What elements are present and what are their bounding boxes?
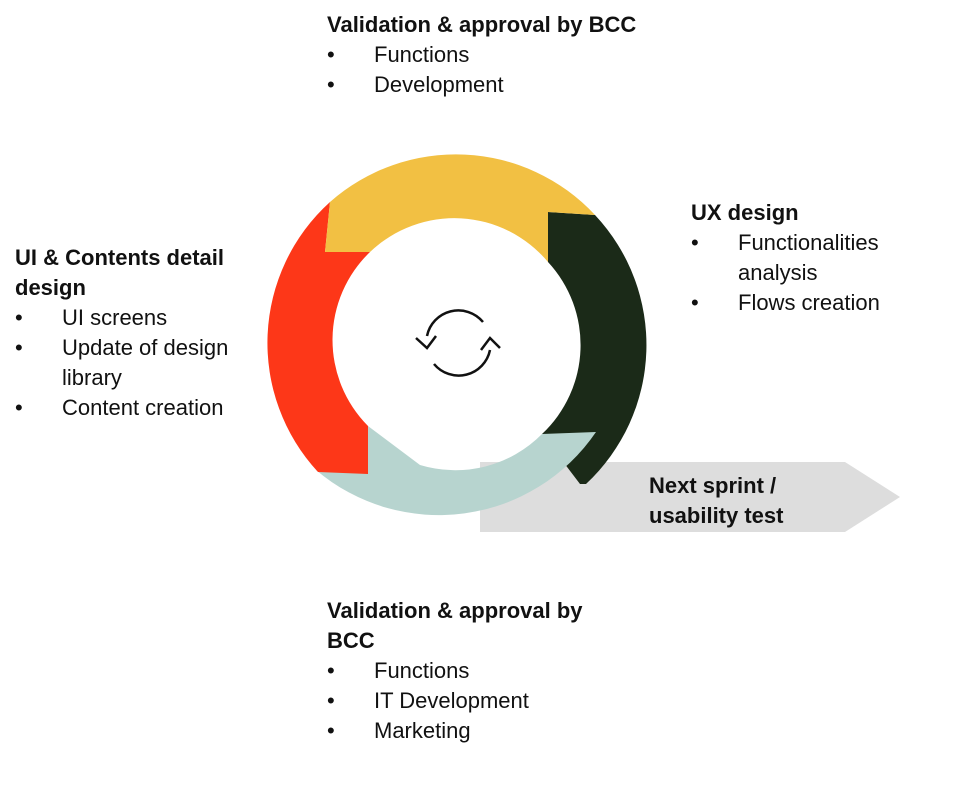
validation-bottom-title: Validation & approval by BCC — [327, 598, 583, 653]
list-item: Marketing — [327, 716, 627, 746]
validation-top-list: Functions Development — [327, 40, 687, 100]
list-item: Functions — [327, 40, 687, 70]
ui-contents-title: UI & Contents detail design — [15, 245, 225, 300]
next-sprint-label: Next sprint / usability test — [649, 473, 784, 528]
list-item: Development — [327, 70, 687, 100]
list-item: IT Development — [327, 686, 627, 716]
ring-segment-ui-design — [267, 202, 370, 474]
ring-segment-validation-bottom — [316, 426, 596, 516]
ui-contents-list: UI screens Update of design library Cont… — [15, 303, 265, 423]
validation-top-title: Validation & approval by BCC — [327, 12, 637, 37]
list-item: Update of design library — [15, 333, 265, 393]
ring-segment-ux-design — [542, 212, 647, 484]
ux-design-block: UX design Functionalities analysis Flows… — [691, 198, 931, 318]
ring-segment-validation-top — [325, 154, 595, 262]
validation-top-block: Validation & approval by BCC Functions D… — [327, 10, 687, 100]
list-item: Functionalities analysis — [691, 228, 931, 288]
ux-design-list: Functionalities analysis Flows creation — [691, 228, 931, 318]
list-item: Flows creation — [691, 288, 931, 318]
ui-contents-block: UI & Contents detail design UI screens U… — [15, 243, 265, 423]
list-item: UI screens — [15, 303, 265, 333]
validation-bottom-list: Functions IT Development Marketing — [327, 656, 627, 746]
ux-design-title: UX design — [691, 200, 799, 225]
validation-bottom-block: Validation & approval by BCC Functions I… — [327, 596, 627, 746]
list-item: Content creation — [15, 393, 265, 423]
list-item: Functions — [327, 656, 627, 686]
refresh-cycle-icon — [415, 309, 501, 377]
